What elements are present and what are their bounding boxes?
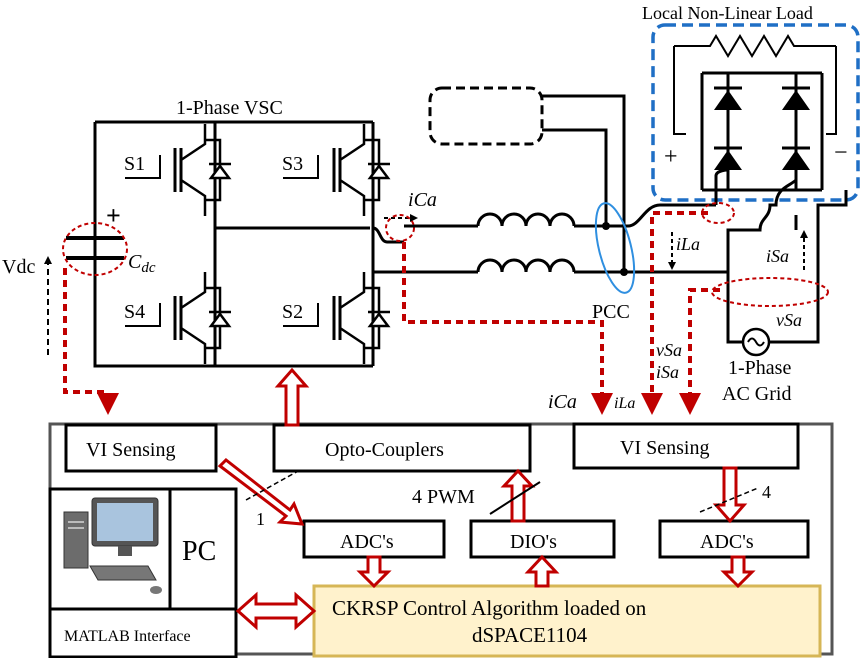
matlab-label: MATLAB Interface <box>64 628 191 645</box>
load-plus: + <box>664 144 678 170</box>
control-line1: CKRSP Control Algorithm loaded on <box>332 596 647 620</box>
load-box <box>651 23 860 202</box>
vi-sensing-left-box <box>64 423 218 473</box>
switch-s3 <box>332 122 392 218</box>
switch-s2 <box>332 270 392 366</box>
rc-filter-box <box>428 86 544 146</box>
vi-sensing-left-label: VI Sensing <box>86 439 175 461</box>
sense-isa: iSa <box>656 362 679 382</box>
sense-vsa: vSa <box>656 340 682 360</box>
cap-plus: + <box>106 201 121 230</box>
vi-sensing-right-label: VI Sensing <box>620 437 709 459</box>
ica-sense-ellipse <box>385 214 415 242</box>
label-s2: S2 <box>282 301 303 323</box>
cdc-sense-ellipse <box>62 222 128 276</box>
dio-box <box>469 519 616 559</box>
dio-label: DIO's <box>510 531 557 553</box>
adc-right-label: ADC's <box>700 531 754 553</box>
control-line2: dSPACE1104 <box>472 623 588 647</box>
grid-label-2: AC Grid <box>722 383 791 405</box>
cdc-label: Cdc <box>128 251 156 276</box>
load-title: Local Non-Linear Load <box>642 3 813 23</box>
label-s4: S4 <box>124 301 145 323</box>
adc-left-box <box>302 519 446 559</box>
matlab-box <box>48 607 238 658</box>
sense-ila: iLa <box>614 395 635 412</box>
sense-ica: iCa <box>548 391 577 413</box>
adc-left-label: ADC's <box>340 531 394 553</box>
vsc-title: 1-Phase VSC <box>176 97 283 119</box>
pc-label: PC <box>182 536 216 567</box>
vi-sensing-right-box <box>572 422 800 470</box>
label-s1: S1 <box>124 153 145 175</box>
grid-sense-ellipse <box>711 277 829 307</box>
load-minus: − <box>834 140 848 166</box>
ila-label: iLa <box>676 234 700 254</box>
count-left: 1 <box>256 509 265 529</box>
grid-label-1: 1-Phase <box>728 357 791 379</box>
ica-label: iCa <box>408 189 437 211</box>
computer-icon <box>63 497 162 594</box>
isa-label: iSa <box>766 246 789 266</box>
opto-couplers-label: Opto-Couplers <box>325 439 444 461</box>
adc-right-box <box>658 519 810 559</box>
vsa-label: vSa <box>776 310 802 330</box>
control-algorithm-box <box>312 584 822 658</box>
label-s3: S3 <box>282 153 303 175</box>
pcc-label: PCC <box>592 301 630 323</box>
switch-s1 <box>173 122 233 218</box>
vdc-label: Vdc <box>2 256 35 278</box>
pwm-label: 4 PWM <box>412 486 475 508</box>
opto-couplers-box <box>272 423 532 473</box>
count-right: 4 <box>762 482 771 502</box>
switch-s4 <box>173 270 233 366</box>
pcc-ellipse <box>594 202 636 294</box>
ila-sense-ellipse <box>701 202 735 224</box>
